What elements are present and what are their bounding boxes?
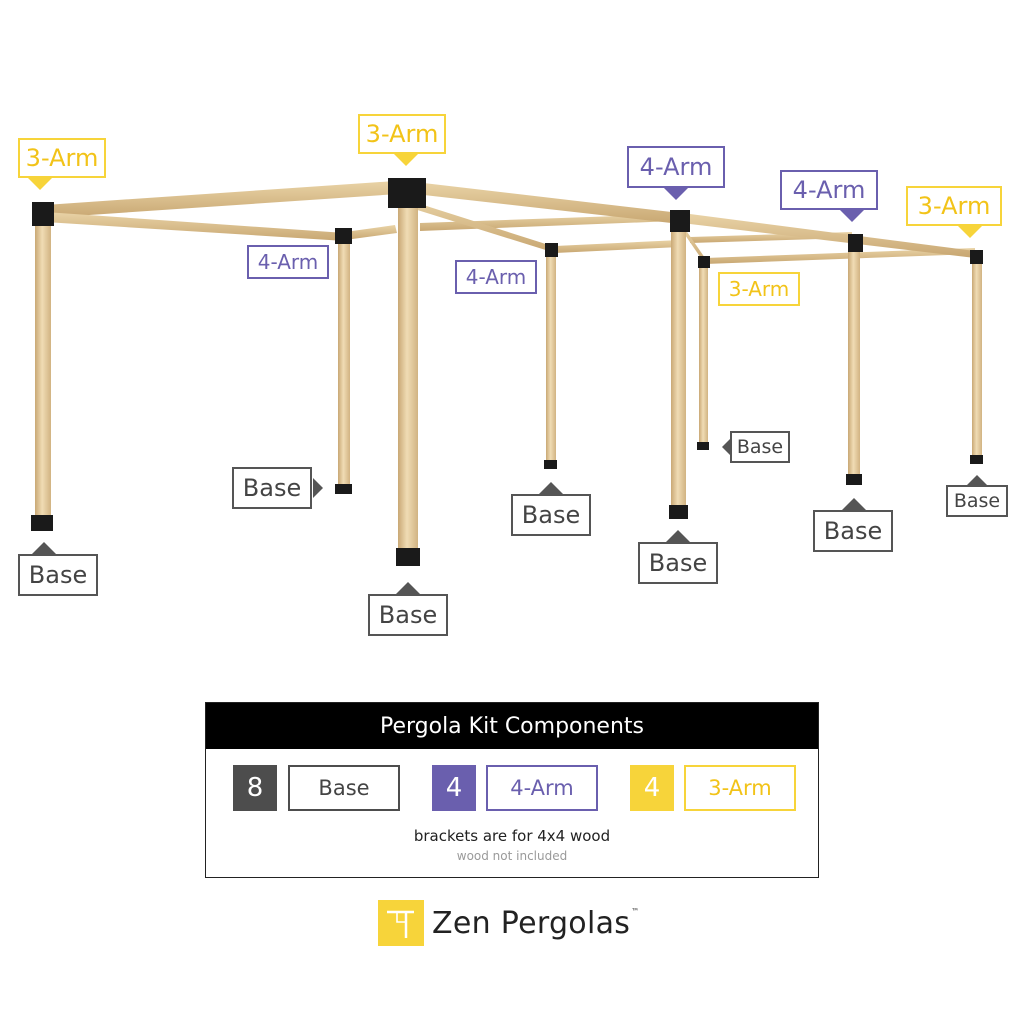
callout-pointer	[664, 188, 688, 200]
trademark-symbol: ™	[631, 906, 640, 916]
back-posts	[338, 238, 708, 490]
callout-4-arm-front-1: 4-Arm	[627, 146, 725, 188]
four-arm-count: 4	[432, 765, 476, 811]
callout-base-6: Base	[730, 431, 790, 463]
callout-3-arm-center: 3-Arm	[358, 114, 446, 154]
callout-base-5: Base	[638, 542, 718, 584]
front-posts	[35, 198, 982, 556]
callout-pointer	[32, 542, 56, 554]
brand-logo-lockup: Zen Pergolas ™	[378, 900, 639, 946]
zen-pergolas-logo-icon	[378, 900, 424, 946]
callout-4-arm-back-1: 4-Arm	[247, 245, 329, 279]
brand-name: Zen Pergolas	[432, 905, 631, 941]
callout-base-4: Base	[511, 494, 591, 536]
three-arm-count: 4	[630, 765, 674, 811]
three-arm-legend: 3-Arm	[684, 765, 796, 811]
callout-pointer	[539, 482, 563, 494]
brackets	[31, 178, 983, 566]
callout-3-arm-left: 3-Arm	[18, 138, 106, 178]
components-title: Pergola Kit Components	[206, 703, 818, 749]
callout-3-arm-right: 3-Arm	[906, 186, 1002, 226]
callout-pointer	[394, 154, 418, 166]
callout-3-arm-back: 3-Arm	[718, 272, 800, 306]
callout-base-2: Base	[232, 467, 312, 509]
callout-base-1: Base	[18, 554, 98, 596]
four-arm-legend: 4-Arm	[486, 765, 598, 811]
callout-4-arm-back-2: 4-Arm	[455, 260, 537, 294]
wood-not-included-note: wood not included	[456, 849, 568, 863]
callout-pointer	[958, 226, 982, 238]
components-panel: Pergola Kit Components 8 Base 4 4-Arm 4 …	[205, 702, 819, 878]
callout-pointer	[965, 475, 989, 487]
callout-4-arm-front-2: 4-Arm	[780, 170, 878, 210]
bracket-size-note: brackets are for 4x4 wood	[413, 827, 611, 845]
base-legend: Base	[288, 765, 400, 811]
callout-pointer	[840, 210, 864, 222]
base-count: 8	[233, 765, 277, 811]
pergola-diagram	[31, 178, 983, 566]
callout-base-8: Base	[946, 485, 1008, 517]
callout-base-7: Base	[813, 510, 893, 552]
callout-pointer	[28, 178, 52, 190]
callout-pointer	[396, 582, 420, 594]
callout-base-3: Base	[368, 594, 448, 636]
callout-pointer	[842, 498, 866, 510]
front-beams	[45, 181, 975, 264]
callout-pointer	[313, 478, 323, 498]
callout-pointer	[722, 439, 730, 455]
callout-pointer	[666, 530, 690, 542]
